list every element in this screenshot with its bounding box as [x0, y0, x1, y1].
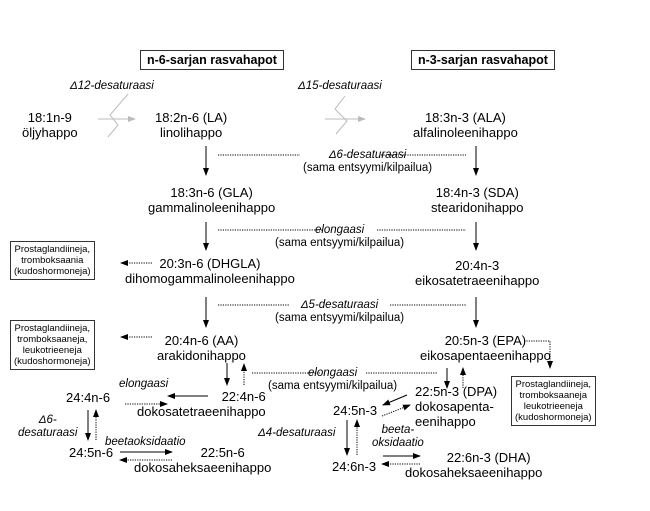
node-name: eikosatetraeenihappo — [415, 273, 540, 288]
node-dha: 22:6n-3 (DHA) dokosaheksaeenihappo — [405, 450, 542, 480]
node-22-5n6: 22:5n-6 dokosaheksaeenihappo — [134, 445, 271, 475]
node-code: 20:4n-6 (AA) — [164, 333, 239, 348]
node-24-4n6: 24:4n-6 — [66, 390, 110, 405]
node-code: 24:4n-6 — [66, 390, 111, 405]
node-sda: 18:4n-3 (SDA) stearidonihappo — [431, 185, 524, 215]
node-code: 18:3n-3 (ALA) — [424, 110, 506, 125]
node-code: 24:6n-3 — [332, 459, 377, 474]
node-code: 18:3n-6 (GLA) — [170, 185, 253, 200]
enzyme-d12-desaturase: Δ12-desaturaasi — [70, 80, 154, 92]
enzyme-d6-desaturase: Δ6-desaturaasi (sama entsyymi/kilpailua) — [303, 149, 432, 175]
enzyme-label-line1: beeta- — [381, 424, 415, 436]
node-code: 18:2n-6 (LA) — [155, 110, 228, 125]
node-name-1: dokosapenta- — [415, 399, 494, 414]
node-name: arakidonihappo — [157, 348, 246, 363]
node-24-5n6: 24:5n-6 — [69, 445, 113, 460]
node-name: eikosapentaeenihappo — [420, 348, 551, 363]
node-code: 18:4n-3 (SDA) — [435, 185, 519, 200]
node-eta: 20:4n-3 eikosatetraeenihappo — [415, 258, 539, 288]
node-epa: 20:5n-3 (EPA) eikosapentaeenihappo — [420, 333, 551, 363]
same-enzyme-note: (sama entsyymi/kilpailua) — [303, 162, 433, 174]
node-name: dokosaheksaeenihappo — [405, 465, 543, 480]
enzyme-label-line1: Δ6- — [38, 414, 57, 426]
enzyme-beta-oxidation-left: beetaoksidaatio — [105, 436, 186, 448]
node-code: 18:1n-9 — [27, 110, 72, 125]
box-line: leukotrieeneja — [22, 345, 82, 356]
node-dhgla: 20:3n-6 (DHGLA) dihomogammalinoleenihapp… — [125, 256, 295, 286]
box-line: Prostaglandiineja, — [14, 244, 91, 255]
enzyme-label-line2: desaturaasi — [18, 427, 78, 439]
box-line: (kudoshormoneja) — [515, 412, 592, 423]
node-ala: 18:3n-3 (ALA) alfalinoleenihappo — [413, 110, 518, 140]
node-code: 22:4n-6 — [221, 389, 266, 404]
same-enzyme-note: (sama entsyymi/kilpailua) — [275, 312, 405, 324]
epa-products-box: Prostaglandiineja, tromboksaaneja leukot… — [511, 376, 596, 426]
node-name: dihomogammalinoleenihappo — [125, 271, 295, 286]
node-code: 20:3n-6 (DHGLA) — [159, 256, 261, 271]
node-name-2: eenihappo — [415, 414, 476, 429]
box-line: Prostaglandiineja, — [14, 323, 91, 334]
enzyme-d4-desaturase: Δ4-desaturaasi — [258, 427, 336, 439]
node-code: 24:5n-6 — [69, 445, 114, 460]
dhgla-products-box: Prostaglandiineja, tromboksaania (kudosh… — [10, 241, 95, 280]
node-name: linolihappo — [160, 125, 223, 140]
node-code: 22:6n-3 (DHA) — [446, 450, 531, 465]
aa-products-box: Prostaglandiineja, tromboksaaneja, leuko… — [10, 320, 95, 370]
header-n6-series: n-6-sarjan rasvahapot — [140, 50, 284, 70]
node-oleic-acid: 18:1n-9 öljyhappo — [22, 110, 78, 140]
node-code: 24:5n-3 — [333, 403, 378, 418]
node-dpa: 22:5n-3 (DPA) dokosapenta- eenihappo — [415, 384, 497, 429]
header-n3-series: n-3-sarjan rasvahapot — [411, 50, 555, 70]
node-code: 22:5n-3 (DPA) — [415, 384, 498, 399]
node-22-4n6: 22:4n-6 dokosatetraeenihappo — [137, 389, 266, 419]
node-name: dokosaheksaeenihappo — [134, 460, 272, 475]
enzyme-label-line2: oksidaatio — [372, 437, 424, 449]
node-aa: 20:4n-6 (AA) arakidonihappo — [157, 333, 246, 363]
enzyme-label: Δ5-desaturaasi — [300, 299, 379, 311]
blocked-conversion-oleic-to-la — [98, 93, 136, 138]
box-line: tromboksaaneja, — [17, 334, 88, 345]
enzyme-beta-oxidation-right: beeta- oksidaatio — [372, 424, 424, 450]
node-la: 18:2n-6 (LA) linolihappo — [155, 110, 227, 140]
enzyme-d6-desaturase-left: Δ6- desaturaasi — [18, 414, 77, 440]
enzyme-label: elongaasi — [314, 224, 365, 236]
enzyme-label: Δ6-desaturaasi — [328, 149, 407, 161]
node-gla: 18:3n-6 (GLA) gammalinoleenihappo — [148, 185, 275, 215]
box-line: tromboksaaneja — [519, 390, 588, 401]
node-code: 20:4n-3 — [455, 258, 500, 273]
enzyme-elongase-1: elongaasi (sama entsyymi/kilpailua) — [275, 224, 404, 250]
arrow-245n3-to-dpa — [381, 404, 411, 417]
enzyme-d15-desaturase: Δ15-desaturaasi — [298, 80, 382, 92]
enzyme-d5-desaturase: Δ5-desaturaasi (sama entsyymi/kilpailua) — [275, 299, 404, 325]
node-name: alfalinoleenihappo — [413, 125, 518, 140]
box-line: (kudoshormoneja) — [14, 356, 91, 367]
blocked-conversion-la-to-ala — [325, 95, 366, 135]
arrow-epa-to-products — [524, 340, 553, 369]
same-enzyme-note: (sama entsyymi/kilpailua) — [275, 237, 405, 249]
enzyme-elongase-left: elongaasi — [119, 378, 169, 390]
arrow-dpa-to-245n3 — [382, 394, 408, 406]
node-name: dokosatetraeenihappo — [137, 404, 266, 419]
box-line: tromboksaania — [21, 255, 84, 266]
box-line: leukotrieeneja — [523, 401, 583, 412]
node-name: stearidonihappo — [431, 200, 524, 215]
box-line: (kudoshormoneja) — [14, 266, 91, 277]
node-24-5n3: 24:5n-3 — [333, 403, 377, 418]
node-24-6n3: 24:6n-3 — [332, 459, 376, 474]
node-name: öljyhappo — [22, 125, 78, 140]
enzyme-elongase-2: elongaasi (sama entsyymi/kilpailua) — [268, 367, 397, 393]
same-enzyme-note: (sama entsyymi/kilpailua) — [268, 380, 398, 392]
node-code: 22:5n-6 — [200, 445, 245, 460]
enzyme-label: elongaasi — [307, 367, 358, 379]
box-line: Prostaglandiineja, — [515, 379, 592, 390]
node-name: gammalinoleenihappo — [148, 200, 276, 215]
node-code: 20:5n-3 (EPA) — [444, 333, 527, 348]
